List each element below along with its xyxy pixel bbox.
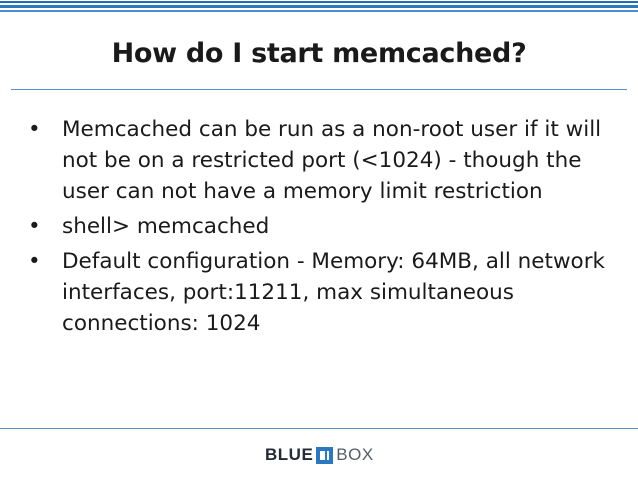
header-stripe [0,1,638,3]
bullet-item: • Default configuration - Memory: 64MB, … [28,246,608,339]
header-stripe [0,10,638,12]
logo-text-box: BOX [336,445,374,464]
bullet-text: Memcached can be run as a non-root user … [62,117,602,204]
bullet-list: • Memcached can be run as a non-root use… [28,114,608,343]
bullet-item: • Memcached can be run as a non-root use… [28,114,608,207]
bullet-item: • shell> memcached [28,211,608,242]
slide-title: How do I start memcached? [111,38,527,69]
bullet-icon: • [28,249,41,274]
bullet-text: Default configuration - Memory: 64MB, al… [62,249,605,336]
footer-divider [0,428,638,429]
logo-text-blue: BLUE [265,445,314,464]
bluebox-logo: BLUE BOX [265,444,374,466]
title-divider [11,89,627,90]
header-stripes [0,0,638,14]
bullet-text: shell> memcached [62,214,270,239]
bullet-icon: • [28,117,41,142]
bullet-icon: • [28,214,41,239]
bluebox-mark-icon [316,446,334,464]
header-stripe [0,5,638,8]
